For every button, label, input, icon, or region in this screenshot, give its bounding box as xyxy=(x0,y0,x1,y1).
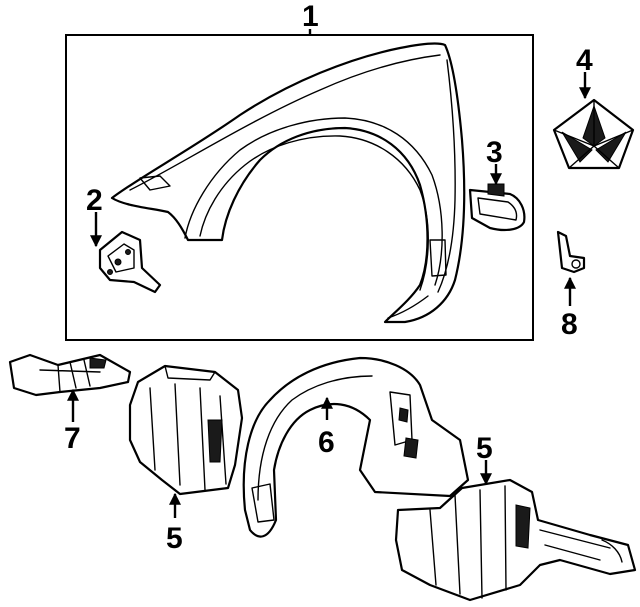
wheelhouse-liner xyxy=(242,356,470,538)
fender-assembly-group-box xyxy=(65,34,534,341)
callout-3: 3 xyxy=(486,136,503,169)
fender-bracket xyxy=(98,230,162,294)
side-marker-lamp xyxy=(468,183,526,232)
callout-5-right: 5 xyxy=(476,432,493,465)
callout-7: 7 xyxy=(64,422,81,455)
splash-shield-left xyxy=(128,364,244,496)
callout-4: 4 xyxy=(576,44,593,77)
callout-5-left: 5 xyxy=(166,522,183,555)
splash-shield xyxy=(8,353,132,397)
callout-6: 6 xyxy=(318,426,335,459)
callout-1: 1 xyxy=(302,0,319,33)
fender-panel xyxy=(110,42,466,324)
splash-shield-right xyxy=(394,478,637,602)
callout-2: 2 xyxy=(86,184,103,217)
retainer-clip xyxy=(556,230,586,274)
callout-8: 8 xyxy=(561,308,578,341)
pentastar-emblem xyxy=(552,98,635,170)
